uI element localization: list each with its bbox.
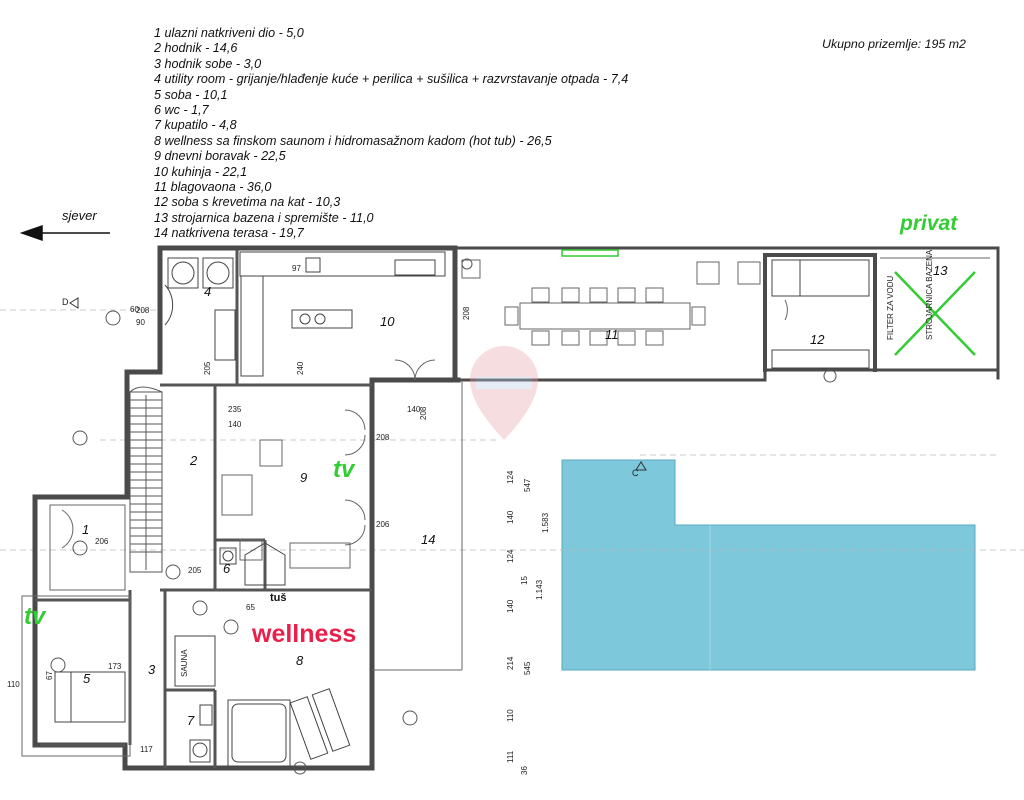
pump-room-label: STROJARNICA BAZENA	[925, 249, 934, 340]
living-furniture	[221, 439, 351, 569]
dimension-label: 208	[136, 306, 150, 315]
room-number: 5	[83, 671, 91, 686]
dimension-label: 240	[296, 361, 305, 375]
dimension-label: 110	[7, 680, 20, 689]
bunk-beds	[771, 259, 870, 369]
dimension-label: 124	[506, 549, 515, 563]
total-area: Ukupno prizemlje: 195 m2	[822, 37, 966, 51]
door-swings	[61, 299, 788, 549]
dimension-label: 1.143	[535, 579, 544, 600]
bedroom-bed	[54, 671, 126, 723]
section-d-label: D	[62, 297, 69, 307]
window-marker	[561, 249, 619, 257]
legend-item: 10 kuhinja - 22,1	[154, 164, 248, 179]
utility-appliances	[164, 257, 236, 361]
sauna-label: SAUNA	[180, 649, 189, 677]
dimension-label: 208	[462, 306, 471, 320]
dimension-label: 110	[506, 709, 515, 722]
tv-label-bedroom: tv	[24, 603, 46, 630]
swimming-pool	[561, 459, 976, 671]
kitchen-furniture	[239, 251, 446, 377]
dimension-label: 36	[520, 766, 529, 775]
room-number: 14	[421, 532, 436, 547]
dimension-label: 206	[95, 537, 109, 546]
dimension-label: 205	[188, 566, 202, 575]
dimension-label: 208	[376, 433, 390, 442]
room-number: 10	[380, 314, 395, 329]
legend-item: 4 utility room - grijanje/hlađenje kuće …	[154, 72, 629, 87]
section-c-label: C	[632, 468, 639, 478]
room-number: 3	[148, 662, 156, 677]
room-number: 13	[933, 263, 948, 278]
tv-label-living: tv	[333, 456, 355, 483]
dimension-label: 205	[203, 361, 212, 375]
dimension-label: 67	[45, 671, 54, 680]
dimension-label: 90	[136, 318, 145, 327]
dimension-label: 140	[407, 405, 421, 414]
privat-label: privat	[900, 212, 958, 235]
room-number: 6	[223, 561, 231, 576]
legend-item: 8 wellness sa finskom saunom i hidromasa…	[154, 133, 552, 148]
dimension-label: 140	[506, 599, 515, 613]
dimension-label: 547	[523, 478, 532, 492]
legend-item: 2 hodnik - 14,6	[154, 41, 238, 56]
legend-item: 5 soba - 10,1	[154, 87, 228, 102]
dimension-label: 111	[506, 750, 515, 763]
room-number: 12	[810, 332, 825, 347]
dimension-label: 65	[246, 603, 255, 612]
north-arrow	[19, 224, 110, 242]
pump-room-cross	[894, 271, 976, 356]
room-legend: 1 ulazni natkriveni dio - 5,0 2 hodnik -…	[154, 26, 628, 242]
dimension-label: 60	[130, 305, 139, 314]
dimension-label: 214	[506, 656, 515, 670]
room-number: 8	[296, 653, 304, 668]
dimension-label: 206	[376, 520, 390, 529]
room-number: 2	[190, 453, 198, 468]
room-number: 4	[204, 284, 212, 299]
section-markers	[69, 297, 647, 471]
legend-item: 1 ulazni natkriveni dio - 5,0	[154, 26, 304, 40]
dimension-label: 1.583	[541, 512, 550, 533]
staircase	[129, 386, 163, 573]
legend-item: 12 soba s krevetima na kat - 10,3	[154, 195, 341, 210]
dimension-label: 545	[523, 661, 532, 675]
dimension-label: 208	[419, 406, 428, 420]
legend-item: 11 blagovaona - 36,0	[154, 180, 272, 195]
room-number: 9	[300, 470, 308, 485]
room-number: 11	[605, 327, 619, 342]
dimension-label: 235	[228, 405, 242, 414]
legend-item: 13 strojarnica bazena i spremište - 11,0	[154, 210, 374, 225]
dining-table	[461, 259, 761, 346]
dimension-label: 124	[506, 470, 515, 484]
dimension-label: 173	[108, 662, 122, 671]
dimension-label: 97	[292, 264, 301, 273]
remax-watermark	[470, 346, 538, 440]
shower-label: tuš	[270, 592, 287, 604]
axis-lines	[0, 309, 1024, 551]
dimension-label: 140	[506, 510, 515, 524]
dimension-label: 15	[520, 576, 529, 585]
wellness-fixtures	[174, 542, 351, 767]
legend-item: 9 dnevni boravak - 22,5	[154, 149, 286, 164]
filter-label: FILTER ZA VODU	[886, 275, 895, 340]
terrace-outline	[21, 257, 990, 757]
room-number: 1	[82, 522, 90, 537]
legend-item: 6 wc - 1,7	[154, 103, 209, 118]
legend-item: 7 kupatilo - 4,8	[154, 118, 237, 133]
wellness-label: wellness	[252, 620, 357, 648]
room-number: 7	[187, 713, 195, 728]
door-tags	[50, 258, 837, 775]
north-label: sjever	[62, 208, 97, 223]
dimension-label: 117	[140, 745, 153, 754]
legend-item: 3 hodnik sobe - 3,0	[154, 56, 262, 71]
legend-item: 14 natkrivena terasa - 19,7	[154, 226, 304, 241]
dimension-label: 140	[228, 420, 242, 429]
